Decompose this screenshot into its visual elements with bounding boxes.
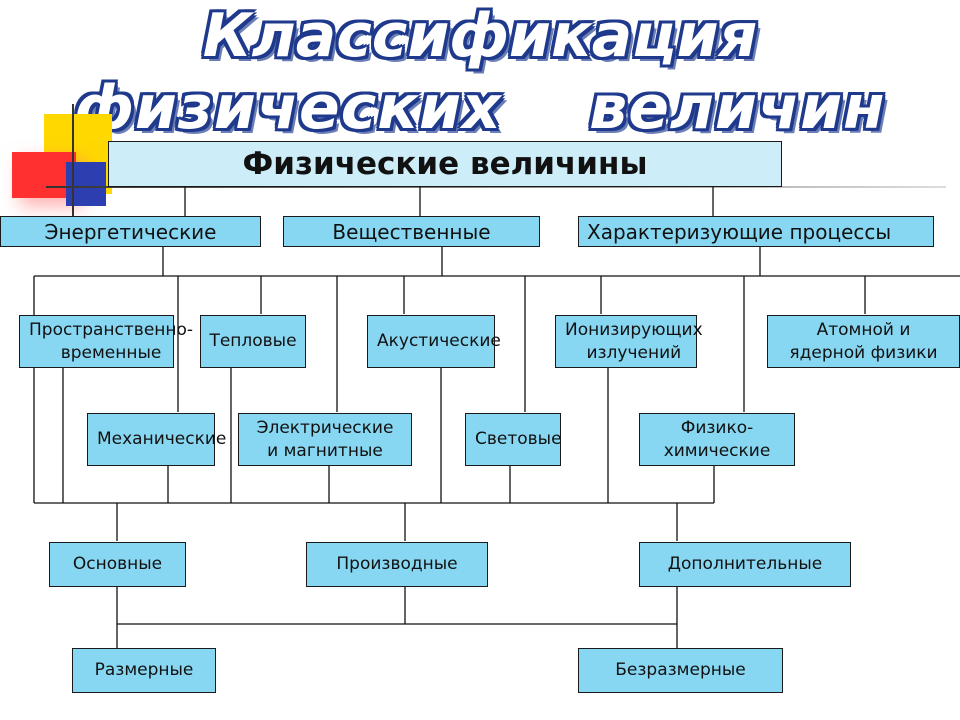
category-energeticheskie: Энергетические [0, 216, 261, 247]
box-teplovye: Тепловые [200, 315, 306, 368]
box-elektricheskie: Электрические и магнитные [238, 413, 412, 466]
root-box: Физические величины [108, 141, 782, 187]
category-kharakterizuyushchie: Характеризующие процессы [578, 216, 934, 247]
box-prostranstvenno-vremennye: Пространственно- временные [19, 315, 193, 368]
box-dopolnitelnye: Дополнительные [639, 542, 851, 587]
box-razmernye: Размерные [72, 648, 216, 693]
box-mekhanicheskie: Механические [87, 413, 226, 466]
box-proizvodnye: Производные [306, 542, 488, 587]
box-akusticheskie: Акустические [367, 315, 501, 368]
slide-title-line-2: физических величин [74, 73, 886, 143]
decor-red-square [12, 152, 76, 198]
box-bezrazmernye: Безразмерные [578, 648, 783, 693]
box-svetovye: Световые [465, 413, 562, 466]
decor-vertical-line [72, 104, 74, 220]
slide-title-line-1: Классификация [202, 1, 758, 71]
decor-horizontal-line [46, 186, 946, 188]
box-fiziko-khimicheskie: Физико- химические [639, 413, 795, 466]
box-atomnoy: Атомной и ядерной физики [767, 315, 960, 368]
box-ioniziruyushchikh: Ионизирующих излучений [555, 315, 703, 368]
category-veshchestvennye: Вещественные [283, 216, 540, 247]
box-osnovnye: Основные [49, 542, 186, 587]
